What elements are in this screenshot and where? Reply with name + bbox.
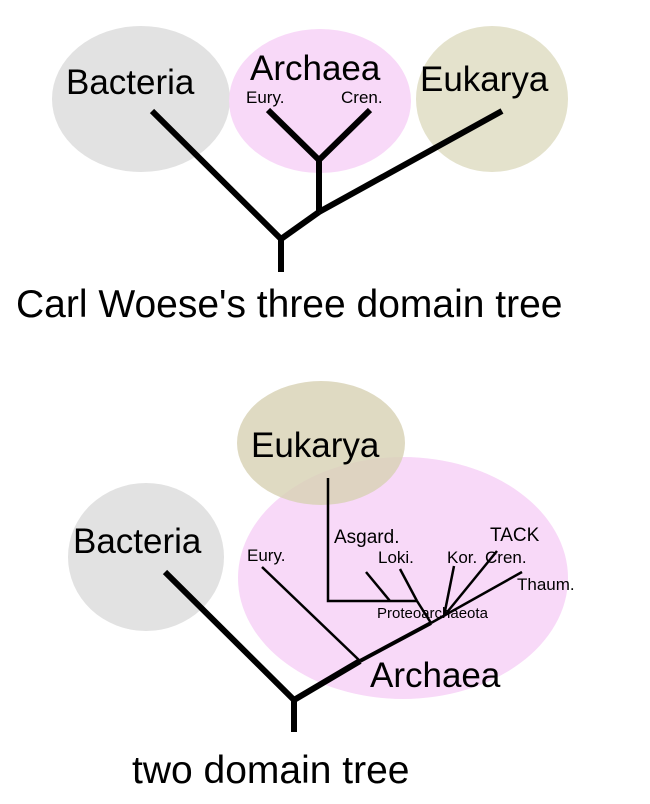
eury-branch bbox=[261, 566, 361, 662]
eukarya-branch bbox=[317, 108, 504, 215]
stem-branch bbox=[279, 209, 321, 242]
loki-branch bbox=[365, 571, 391, 602]
two-domain-branches bbox=[162, 478, 523, 732]
archaea-domain-ellipse bbox=[238, 457, 568, 699]
two-domain-tree: Bacteria Eukarya Archaea Eury. Asgard. L… bbox=[68, 381, 575, 792]
proteoarchaeota-stem-branch bbox=[359, 621, 432, 663]
tack-branch bbox=[443, 550, 498, 617]
three-domain-tree: Bacteria Archaea Eukarya Eury. Cren. Car… bbox=[16, 26, 568, 326]
proteoarchaeota-label: Proteoarchaeota bbox=[377, 605, 489, 622]
eukarya-domain-ellipse bbox=[237, 381, 405, 505]
bacteria-branch bbox=[162, 569, 297, 703]
cren-branch bbox=[316, 107, 373, 163]
tack-label: TACK bbox=[490, 525, 540, 546]
cren-label: Cren. bbox=[485, 548, 527, 567]
archaea-stem-branch bbox=[292, 658, 362, 703]
bacteria-branch bbox=[149, 108, 284, 242]
three-domain-caption: Carl Woese's three domain tree bbox=[16, 283, 562, 326]
bacteria-label: Bacteria bbox=[66, 63, 195, 102]
eukarya-label: Eukarya bbox=[420, 60, 549, 99]
asgard-label: Asgard. bbox=[334, 527, 399, 548]
eukarya-domain-ellipse bbox=[416, 26, 568, 172]
eury-label: Eury. bbox=[247, 546, 285, 565]
eury-branch bbox=[265, 107, 322, 163]
archaea-domain-ellipse bbox=[229, 29, 411, 173]
archaea-label: Archaea bbox=[370, 656, 501, 695]
kor-label: Kor. bbox=[447, 548, 477, 567]
archaea-label: Archaea bbox=[250, 49, 381, 88]
thaum-label: Thaum. bbox=[517, 575, 575, 594]
three-domain-branches bbox=[149, 107, 504, 272]
eury-label: Eury. bbox=[246, 88, 284, 107]
cren-label: Cren. bbox=[341, 88, 383, 107]
eukarya-label: Eukarya bbox=[251, 426, 380, 465]
bacteria-domain-ellipse bbox=[52, 26, 230, 172]
eukarya-branch bbox=[326, 478, 417, 603]
asgard-branch bbox=[398, 568, 419, 602]
kor-branch bbox=[442, 565, 456, 617]
two-domain-caption: two domain tree bbox=[132, 749, 409, 792]
proteoarchaeota-link bbox=[415, 600, 433, 624]
loki-label: Loki. bbox=[378, 548, 414, 567]
bacteria-label: Bacteria bbox=[73, 522, 202, 561]
